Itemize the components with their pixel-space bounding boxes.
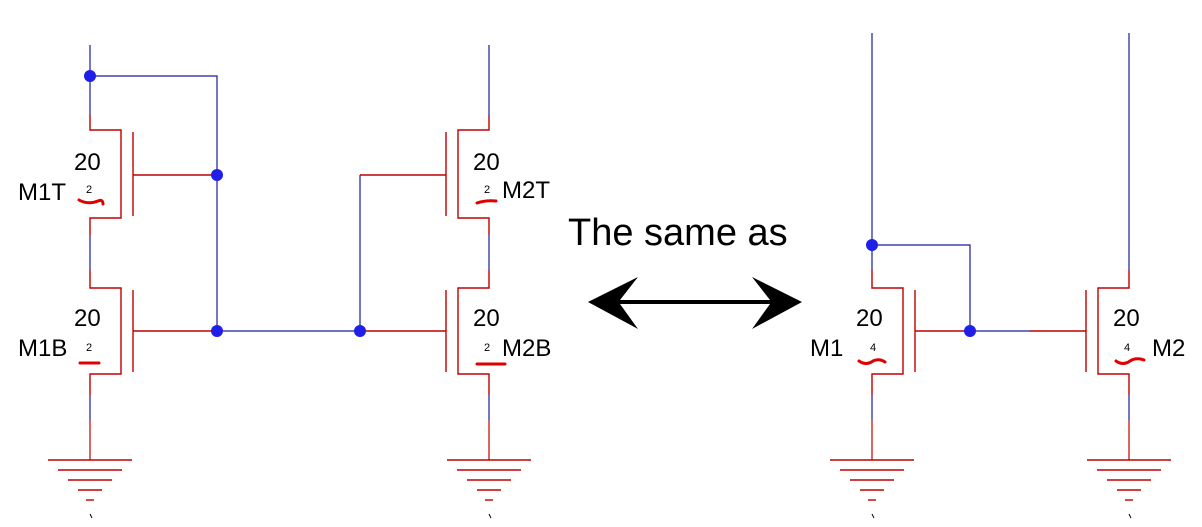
node-dot bbox=[866, 239, 878, 251]
transistor-m2t bbox=[360, 115, 490, 235]
m2b-length: 2 bbox=[484, 342, 490, 354]
ground-icon bbox=[48, 459, 132, 501]
node-dot bbox=[354, 325, 366, 337]
node-dot bbox=[84, 70, 96, 82]
m1t-name: M1T bbox=[18, 179, 66, 206]
transistor-m2b bbox=[360, 270, 490, 395]
m1b-name: M1B bbox=[18, 335, 67, 362]
m1t-width: 20 bbox=[74, 149, 101, 176]
transistor-m1 bbox=[871, 270, 970, 395]
left-ground-leads bbox=[89, 420, 490, 460]
left-circuit: 20 M1T 2 20 M1B 2 20 2 M2T 20 2 M2B bbox=[18, 45, 551, 501]
transistor-m2 bbox=[1030, 270, 1130, 395]
red-underline bbox=[77, 198, 105, 206]
bottom-marks bbox=[89, 513, 1132, 519]
red-underline bbox=[857, 358, 887, 365]
double-headed-arrow-icon bbox=[588, 277, 802, 329]
m1b-length: 2 bbox=[86, 342, 92, 354]
caption-text: The same as bbox=[568, 212, 788, 254]
red-underline bbox=[475, 199, 498, 205]
left-wires bbox=[89, 45, 490, 420]
m2t-length: 2 bbox=[484, 184, 490, 196]
m2-length: 4 bbox=[1124, 342, 1130, 354]
ground-icon bbox=[830, 459, 914, 501]
ground-icon bbox=[1087, 459, 1171, 501]
right-nodes bbox=[866, 239, 976, 337]
m2b-width: 20 bbox=[473, 305, 500, 332]
right-ground-leads bbox=[871, 420, 1130, 460]
node-dot bbox=[211, 325, 223, 337]
m2b-name: M2B bbox=[502, 335, 551, 362]
node-dot bbox=[211, 169, 223, 181]
node-dot bbox=[964, 325, 976, 337]
m1t-length: 2 bbox=[86, 184, 92, 196]
right-circuit: 20 M1 4 20 4 M2 bbox=[810, 33, 1185, 501]
m2-width: 20 bbox=[1113, 305, 1140, 332]
m1-name: M1 bbox=[810, 335, 843, 362]
m1b-width: 20 bbox=[74, 305, 101, 332]
m2t-width: 20 bbox=[473, 149, 500, 176]
m2-name: M2 bbox=[1152, 335, 1185, 362]
red-underline bbox=[1114, 357, 1146, 365]
m1-length: 4 bbox=[870, 342, 876, 354]
transistor-m1t bbox=[89, 115, 217, 235]
m1-width: 20 bbox=[856, 305, 883, 332]
m2t-name: M2T bbox=[502, 177, 550, 204]
transistor-m1b bbox=[89, 270, 217, 395]
right-wires bbox=[871, 33, 1130, 420]
ground-icon bbox=[447, 459, 531, 501]
left-nodes bbox=[84, 70, 366, 337]
